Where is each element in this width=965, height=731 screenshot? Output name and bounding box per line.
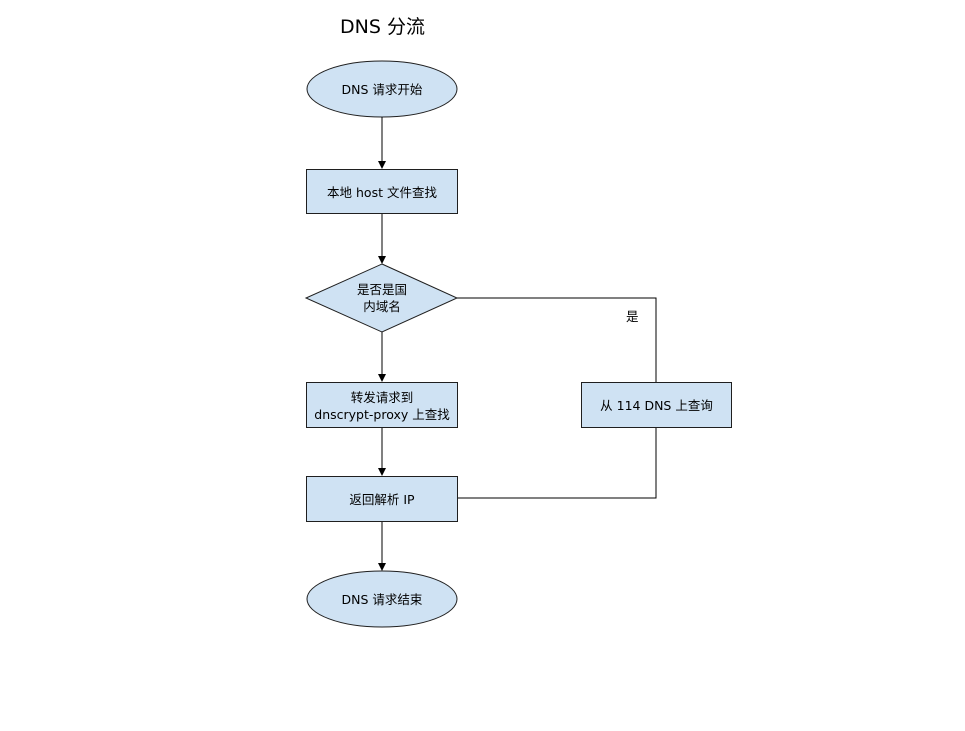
edge-114-to-return: [458, 428, 657, 499]
forward-node: 转发请求到 dnscrypt-proxy 上查找: [307, 383, 457, 428]
diagram-title: DNS 分流: [340, 16, 425, 38]
host-lookup-rect: [306, 169, 458, 214]
query-114-rect: [581, 382, 732, 428]
return-ip-label: 返回解析 IP: [349, 492, 415, 507]
end-ellipse: [306, 570, 458, 628]
end-node-label: DNS 请求结束: [341, 591, 423, 607]
query-114-label: 从 114 DNS 上查询: [600, 398, 713, 413]
edge-decision-yes-to-114: [457, 297, 657, 382]
query-114-node: 从 114 DNS 上查询: [582, 383, 731, 428]
forward-label: 转发请求到 dnscrypt-proxy 上查找: [314, 389, 450, 422]
start-node: DNS 请求开始: [307, 61, 457, 117]
decision-node: 是否是国 内域名: [330, 264, 434, 332]
host-lookup-label: 本地 host 文件查找: [327, 184, 437, 200]
forward-rect: [306, 382, 458, 428]
decision-label: 是否是国 内域名: [356, 282, 407, 314]
start-node-label: DNS 请求开始: [341, 81, 423, 97]
end-node: DNS 请求结束: [307, 571, 457, 627]
return-ip-node: 返回解析 IP: [307, 477, 457, 522]
host-lookup-node: 本地 host 文件查找: [307, 170, 457, 214]
return-ip-rect: [306, 476, 458, 522]
yes-edge-label: 是: [626, 309, 639, 324]
